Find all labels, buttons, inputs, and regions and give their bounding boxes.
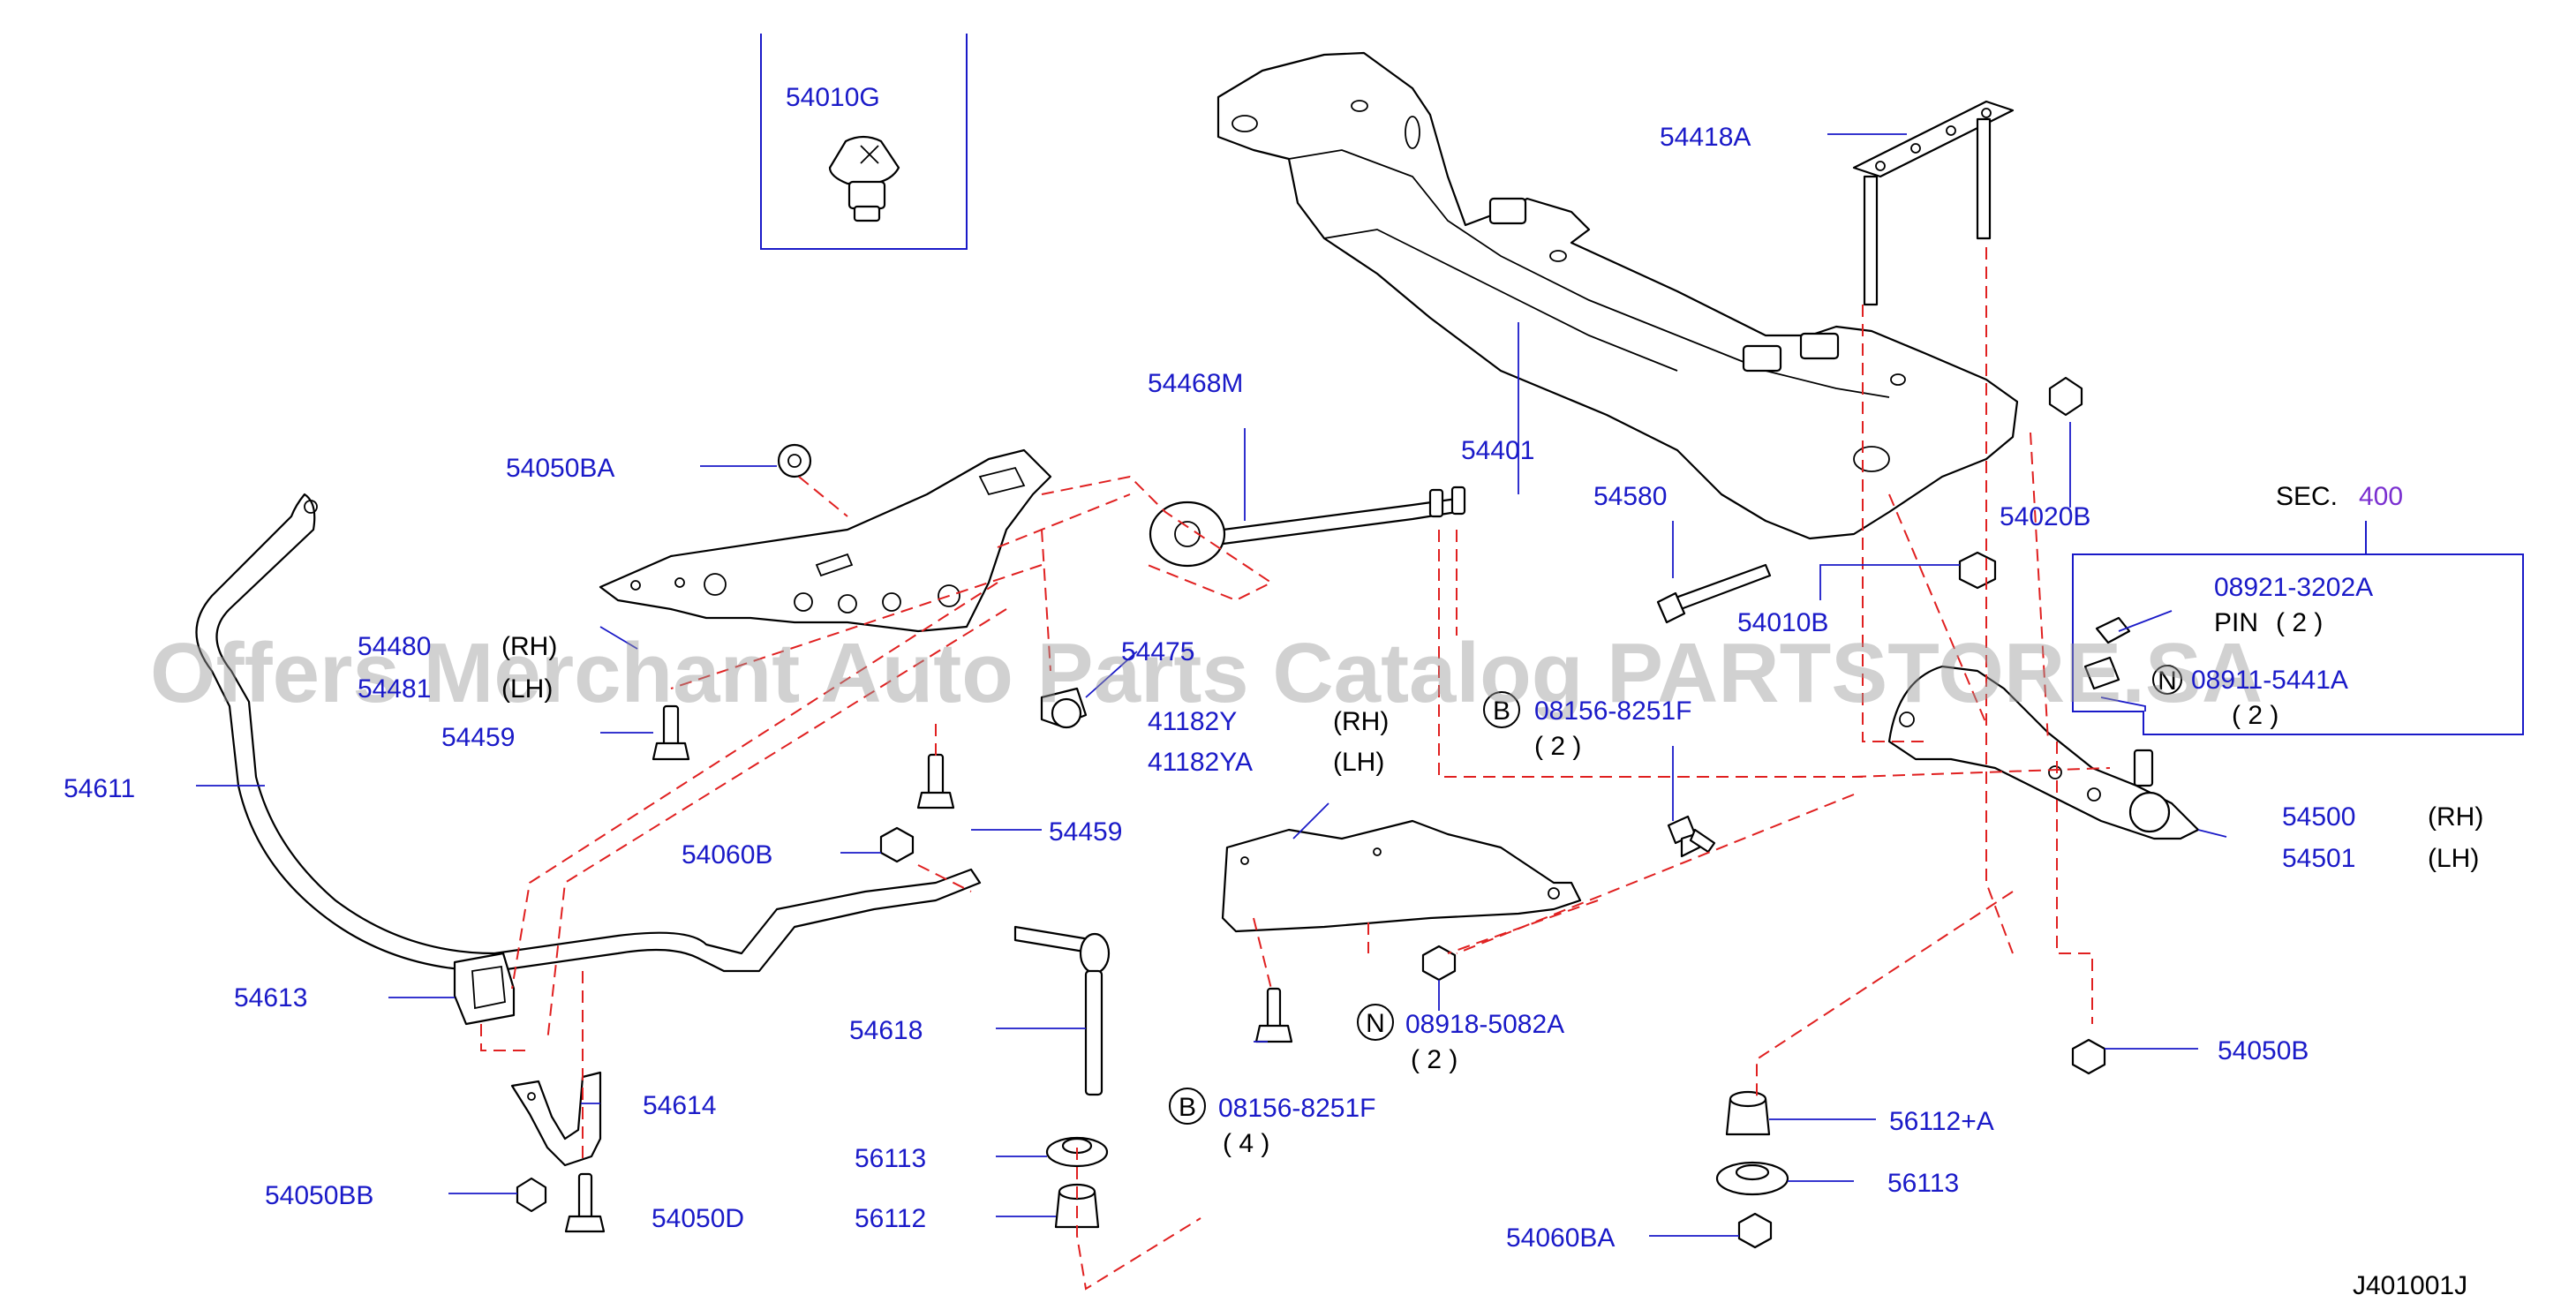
nut-54020b — [2048, 376, 2083, 417]
label-lh-41182ya: (LH) — [1333, 748, 1384, 777]
leader-lines — [196, 133, 2227, 1237]
svg-text:B: B — [1179, 1093, 1196, 1122]
bolt-symbol-a: B — [1483, 691, 1520, 728]
label-54468m: 54468M — [1148, 369, 1243, 398]
nut-54060b — [879, 826, 915, 863]
label-54500: 54500 — [2282, 802, 2355, 832]
link-54618 — [1013, 925, 1111, 1096]
label-54010g: 54010G — [786, 83, 880, 112]
label-54459-a: 54459 — [441, 723, 515, 752]
nut-symbol-sec-letter: N — [2158, 666, 2177, 696]
washer-56113-b — [1715, 1161, 1789, 1196]
nut-symbol-a: N — [1357, 1004, 1394, 1041]
label-56112: 56112 — [855, 1204, 926, 1233]
watermark: Offers Merchant Auto Parts Catalog PARTS… — [150, 626, 2263, 720]
bolt-08156-b — [1254, 987, 1293, 1043]
label-54060b: 54060B — [682, 840, 772, 870]
svg-text:N: N — [1366, 1009, 1385, 1038]
nut-54010b — [1958, 551, 1997, 590]
label-54481: 54481 — [358, 674, 431, 704]
label-08156-a: 08156-8251F — [1534, 696, 1691, 726]
clip-54010g — [828, 135, 900, 222]
inset-box-54010g — [760, 34, 968, 250]
label-54050d: 54050D — [652, 1204, 744, 1233]
bushing-54613 — [453, 952, 516, 1026]
bolt-08156-a — [1667, 815, 1716, 858]
label-54010b: 54010B — [1737, 608, 1828, 637]
label-pin-qty: ( 2 ) — [2276, 608, 2323, 637]
part-labels: 54010G 54418A 54468M 54401 54050BA 54580… — [64, 83, 2483, 1300]
label-54459-b: 54459 — [1049, 817, 1122, 847]
section-box — [2072, 553, 2524, 735]
label-54050ba: 54050BA — [506, 454, 614, 483]
label-08918: 08918-5082A — [1405, 1010, 1564, 1039]
nut-54060ba — [1737, 1212, 1773, 1249]
rod-54468m — [1149, 486, 1466, 568]
label-rh-41182y: (RH) — [1333, 707, 1389, 736]
nut-54050b — [2071, 1038, 2106, 1075]
label-lh-54481: (LH) — [501, 674, 553, 704]
diagram-code: J401001J — [2353, 1271, 2467, 1300]
svg-text:B: B — [1493, 696, 1510, 726]
lower-arm-54500 — [1887, 665, 2200, 840]
label-08918-qty: ( 2 ) — [1411, 1045, 1457, 1074]
label-41182y: 41182Y — [1148, 707, 1237, 736]
label-56113-a: 56113 — [855, 1144, 926, 1173]
bolt-54459-b — [916, 753, 955, 809]
bushing-54475 — [1040, 687, 1088, 729]
bushing-56112a — [1725, 1090, 1771, 1136]
label-54501: 54501 — [2282, 844, 2355, 873]
label-54401: 54401 — [1461, 436, 1534, 465]
bolt-54580 — [1656, 563, 1772, 624]
clamp-54614 — [510, 1071, 602, 1167]
label-54480: 54480 — [358, 632, 431, 661]
label-56112a: 56112+A — [1889, 1107, 1994, 1136]
nut-symbol-sec — [2152, 665, 2182, 695]
bolt-symbol-b: B — [1169, 1088, 1206, 1125]
label-sec: SEC. — [2276, 482, 2338, 511]
label-sec-number: 400 — [2359, 482, 2403, 511]
nut-54050bb — [516, 1177, 547, 1213]
label-08156-a-qty: ( 2 ) — [1534, 732, 1581, 761]
bolt-54050d — [564, 1172, 606, 1233]
splash-guard-41182y — [1221, 819, 1582, 933]
label-08156-b: 08156-8251F — [1218, 1094, 1375, 1123]
label-56113-b: 56113 — [1887, 1169, 1959, 1198]
label-08156-b-qty: ( 4 ) — [1223, 1129, 1269, 1158]
nut-08918 — [1421, 945, 1457, 982]
label-54611: 54611 — [64, 774, 135, 803]
label-pin: PIN — [2214, 608, 2258, 637]
label-54020b: 54020B — [2000, 502, 2090, 531]
bushing-54050ba — [777, 443, 812, 478]
label-08911-qty: ( 2 ) — [2232, 701, 2278, 730]
label-lh-54501: (LH) — [2428, 844, 2479, 873]
assembly-lines — [480, 247, 2111, 1291]
label-54060ba: 54060BA — [1506, 1223, 1615, 1253]
label-rh-54500: (RH) — [2428, 802, 2483, 832]
label-54580: 54580 — [1593, 482, 1667, 511]
label-54614: 54614 — [643, 1091, 716, 1120]
crossmember-54401 — [1216, 51, 2019, 540]
label-rh-54480: (RH) — [501, 632, 557, 661]
label-54050bb: 54050BB — [265, 1181, 373, 1210]
label-54418a: 54418A — [1660, 123, 1751, 152]
bolt-54459-a — [652, 704, 690, 761]
label-54613: 54613 — [234, 983, 307, 1013]
label-08921: 08921-3202A — [2214, 573, 2373, 602]
label-54475: 54475 — [1121, 637, 1194, 666]
bracket-54480 — [599, 448, 1052, 633]
label-54618: 54618 — [849, 1016, 923, 1045]
label-54050b: 54050B — [2218, 1036, 2309, 1065]
bracket-54418a — [1852, 100, 2015, 306]
pin-08921 — [2083, 616, 2131, 690]
label-41182ya: 41182YA — [1148, 748, 1253, 777]
label-08911: 08911-5441A — [2191, 666, 2348, 695]
